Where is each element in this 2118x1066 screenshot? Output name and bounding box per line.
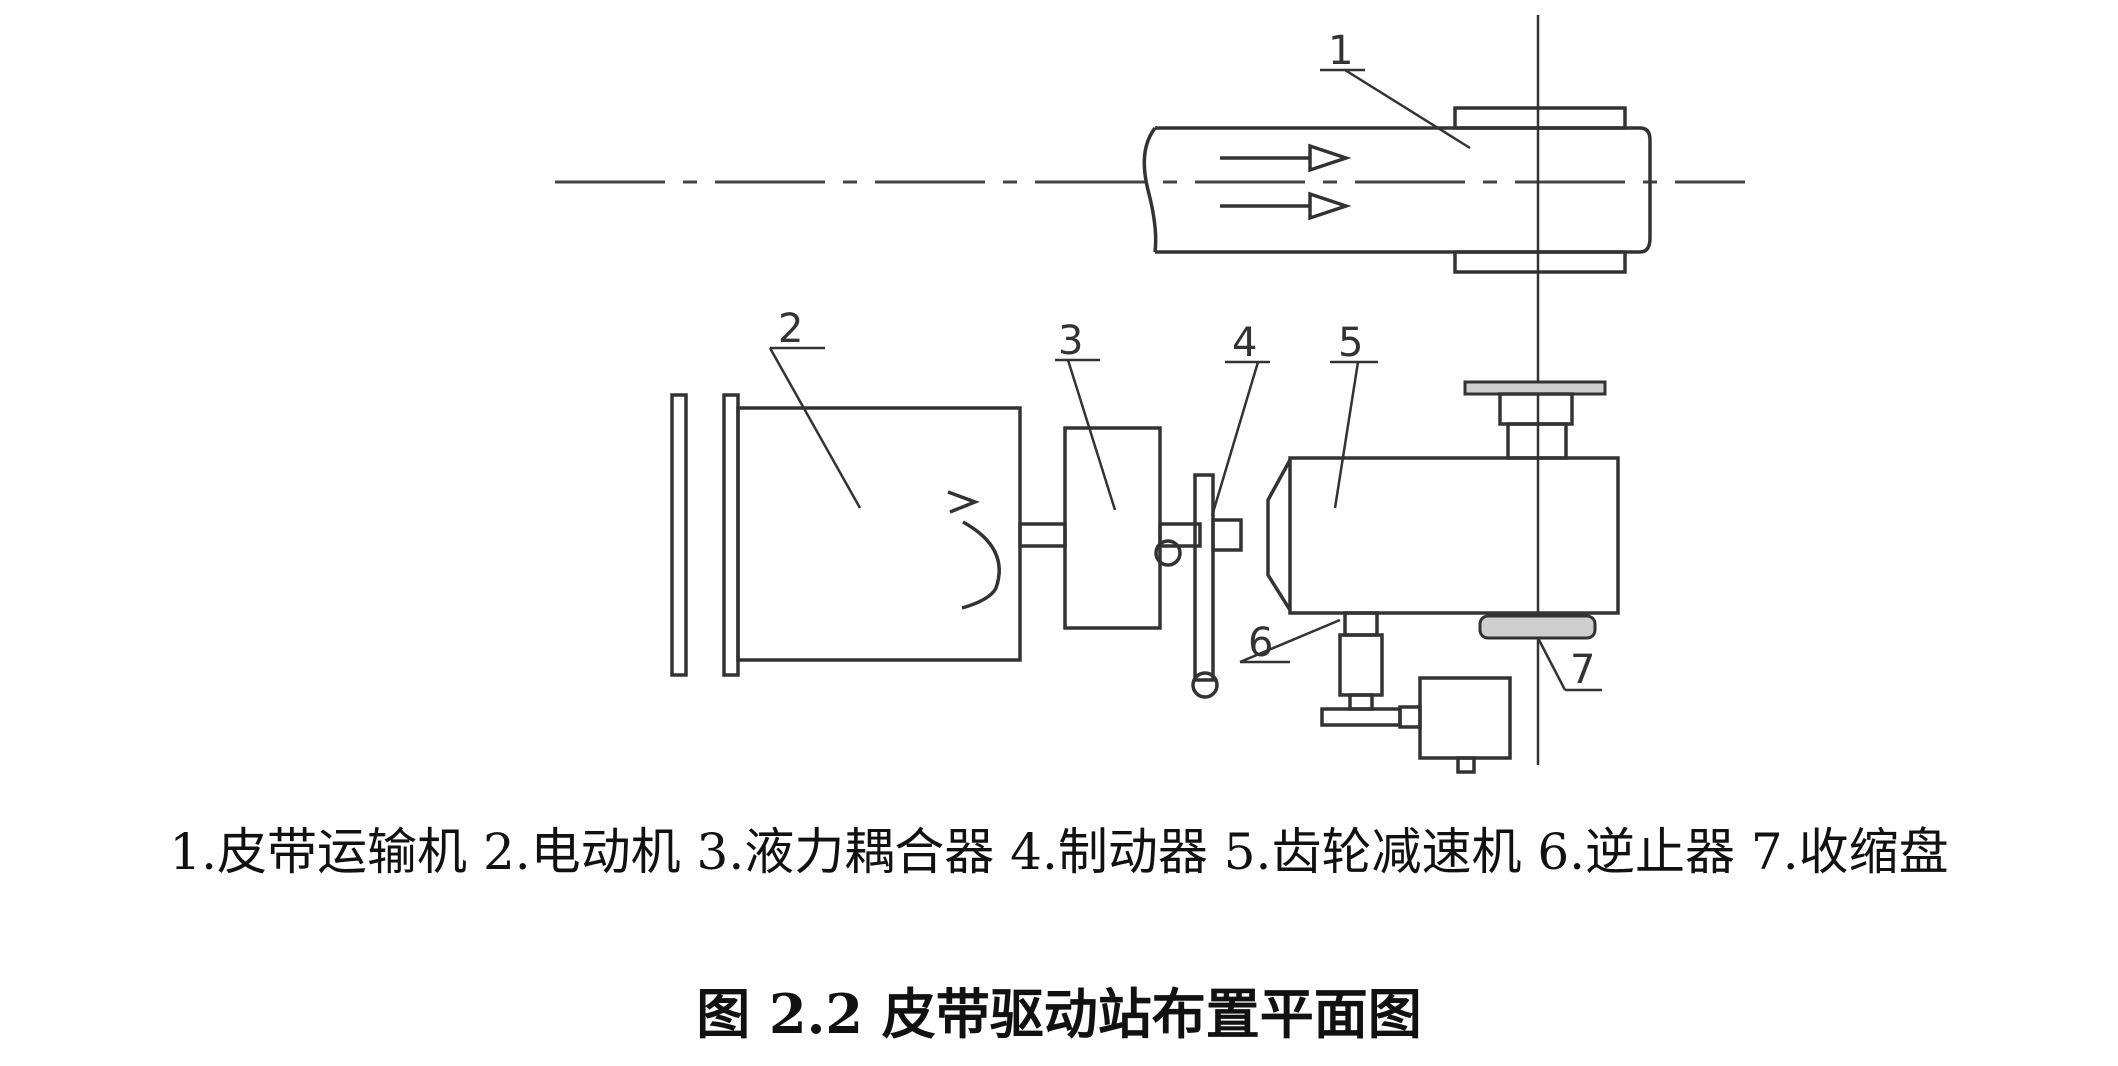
hydraulic-coupling: 3 (1055, 318, 1202, 630)
label-6: 6 (1248, 620, 1273, 666)
label-4: 4 (1232, 320, 1257, 366)
motor-shaft (1018, 522, 1067, 548)
label-1: 1 (1328, 28, 1353, 74)
label-5: 5 (1338, 320, 1363, 366)
label-7: 7 (1570, 647, 1595, 693)
label-2: 2 (778, 306, 803, 352)
figure-caption: 图 2.2 皮带驱动站布置平面图 (696, 982, 1422, 1046)
brake: 4 (1191, 320, 1270, 699)
shrink-disc: 7 (1478, 614, 1602, 693)
component-legend: 1.皮带运输机 2.电动机 3.液力耦合器 4.制动器 5.齿轮减速机 6.逆止… (169, 823, 1949, 881)
gear-reducer: 5 (1266, 320, 1620, 615)
belt-conveyor: 1 (1142, 28, 1652, 274)
backstop: 6 (1239, 611, 1512, 774)
electric-motor: 2 (670, 306, 1022, 677)
label-3: 3 (1058, 318, 1083, 364)
output-shaft-flange (1463, 380, 1607, 460)
